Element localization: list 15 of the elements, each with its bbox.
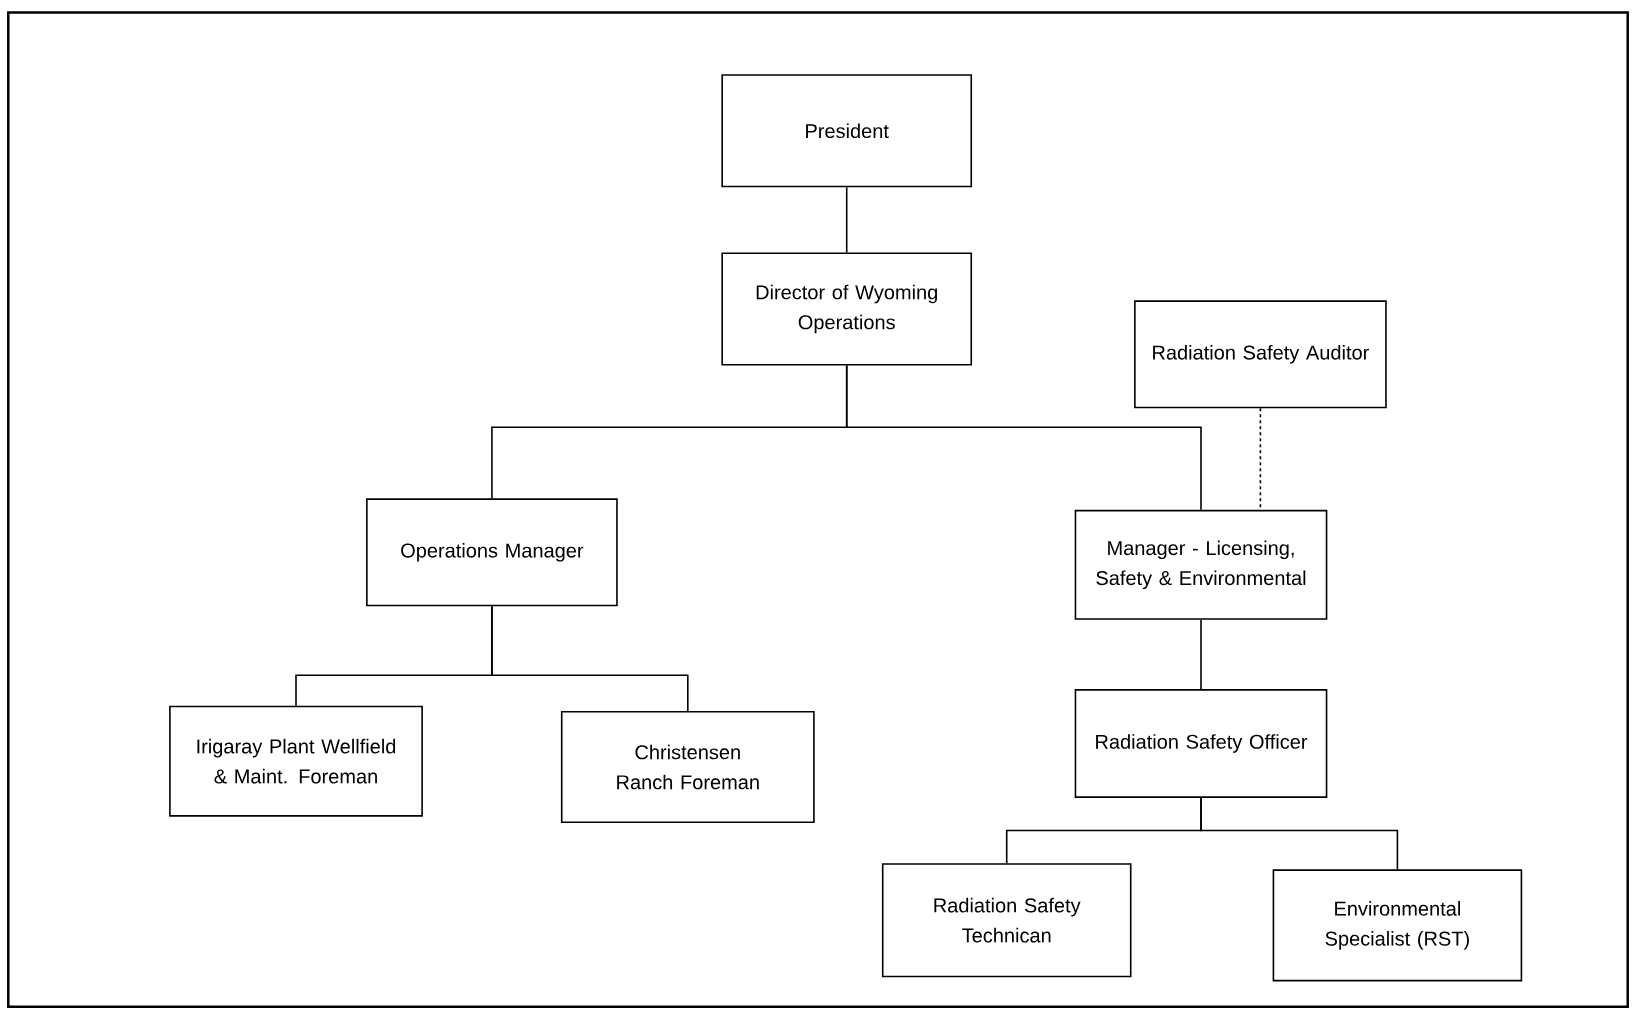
org-box: Director of Wyoming Operations: [721, 252, 973, 366]
connector-line: [491, 605, 689, 712]
org-box: Radiation Safety Technican: [881, 863, 1132, 978]
connector-line: [1200, 619, 1202, 690]
connector-line: [1200, 797, 1399, 871]
org-box: Manager - Licensing, Safety & Environmental: [1074, 509, 1328, 620]
org-box: Environmental Specialist (RST): [1272, 869, 1523, 982]
org-box: Irigaray Plant Wellfield & Maint. Foreman: [169, 705, 423, 817]
org-box: Radiation Safety Officer: [1074, 689, 1328, 798]
connector-line: [845, 364, 1202, 511]
org-box: President: [721, 74, 973, 188]
connector-line: [845, 186, 848, 254]
org-box: Operations Manager: [366, 498, 618, 607]
org-box: Christensen Ranch Foreman: [560, 710, 815, 824]
org-box: Radiation Safety Auditor: [1134, 300, 1387, 409]
